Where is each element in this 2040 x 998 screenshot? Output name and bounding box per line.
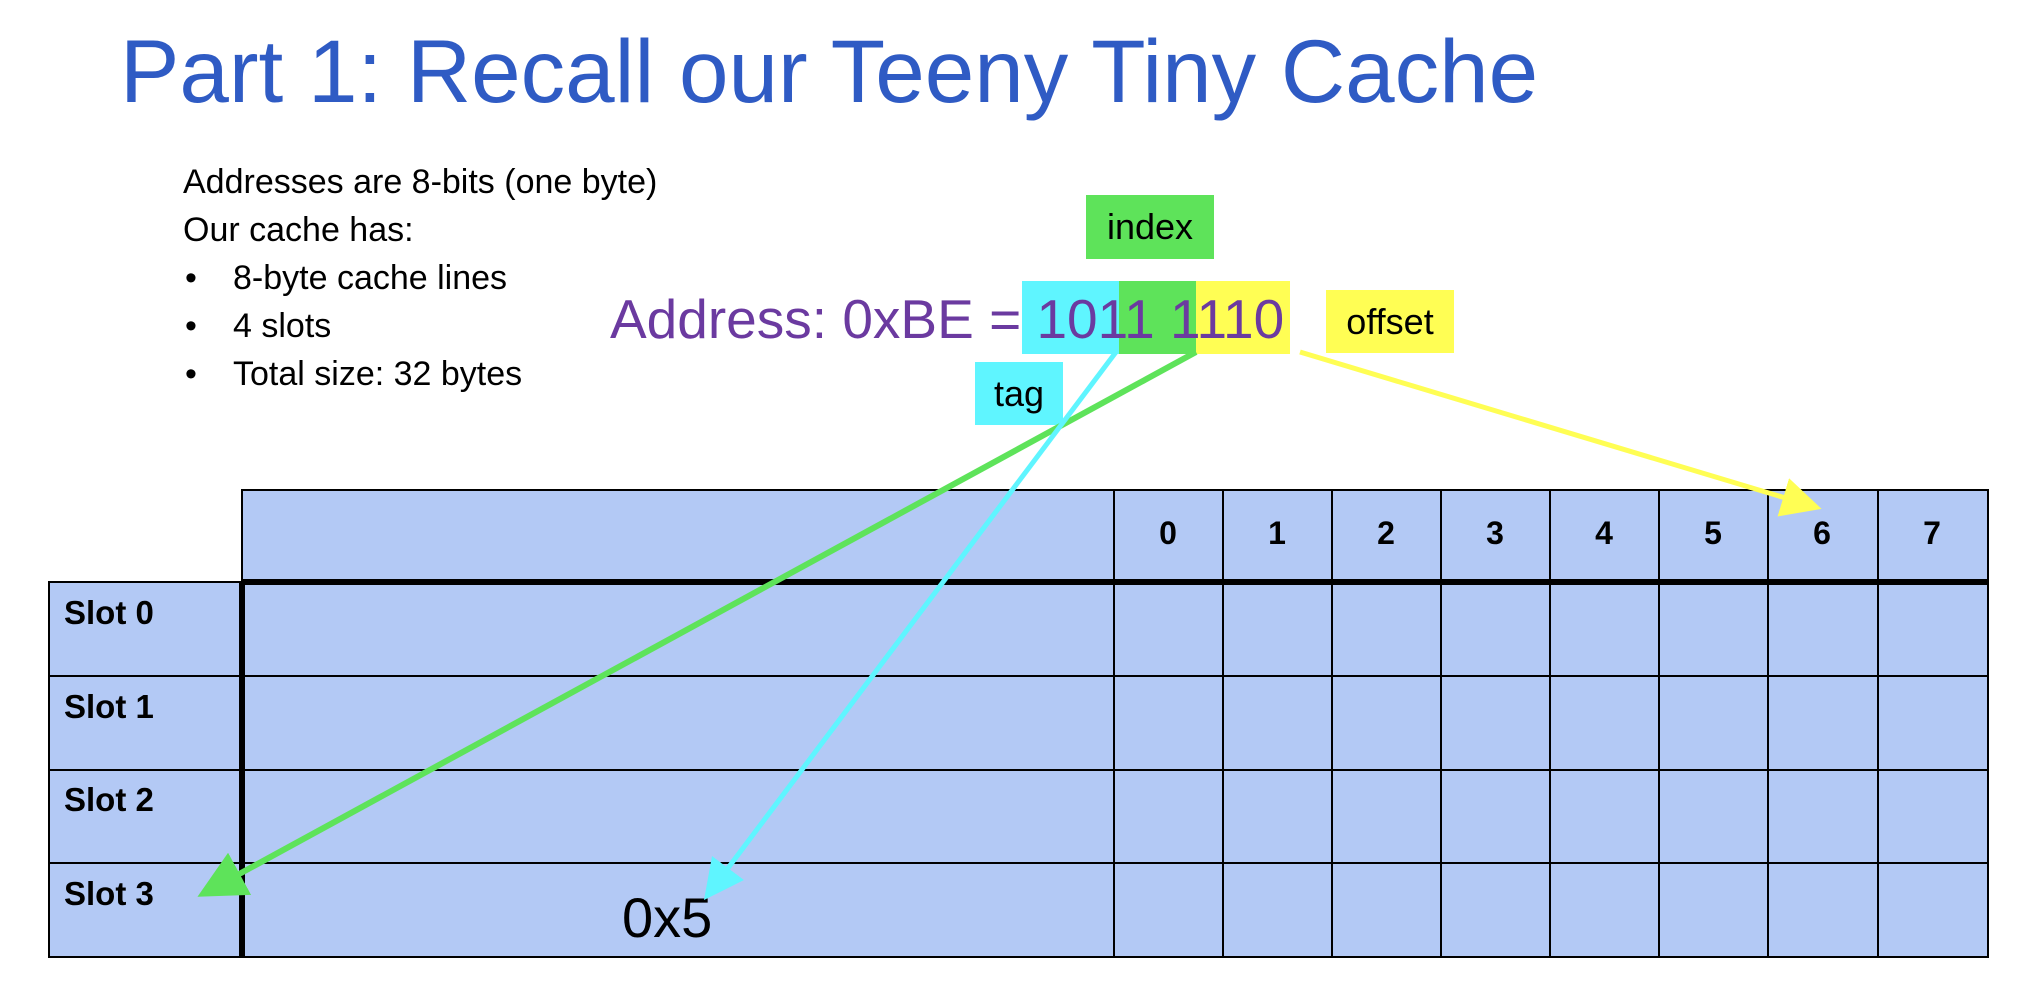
offset-arrow — [1299, 349, 1822, 517]
list-item: 8-byte cache lines — [183, 254, 657, 302]
address-prefix: Address: 0xBE = — [610, 288, 1037, 350]
slot-3-tag-value: 0x5 — [622, 886, 713, 949]
tag-bits-highlight — [1022, 281, 1119, 354]
column-header-3: 3 — [1486, 515, 1504, 551]
info-line-address-size: Addresses are 8-bits (one byte) — [183, 163, 658, 201]
address-bits: 1011 1110 — [1036, 288, 1285, 350]
column-header-1: 1 — [1268, 515, 1286, 551]
slide-title: Part 1: Recall our Teeny Tiny Cache — [120, 21, 1539, 121]
tag-arrow — [703, 350, 1118, 900]
list-item: 4 slots — [183, 302, 657, 350]
list-item: Total size: 32 bytes — [183, 350, 657, 398]
column-header-5: 5 — [1704, 515, 1722, 551]
info-line-cache-has: Our cache has: — [183, 211, 414, 249]
cache-properties-list: 8-byte cache lines 4 slots Total size: 3… — [183, 254, 657, 398]
index-label: index — [1086, 195, 1214, 259]
tag-label: tag — [975, 362, 1063, 425]
offset-label: offset — [1326, 290, 1454, 353]
slot-label-1: Slot 1 — [64, 688, 154, 725]
slot-label-2: Slot 2 — [64, 781, 154, 818]
column-header-7: 7 — [1923, 515, 1941, 551]
column-header-6: 6 — [1813, 515, 1831, 551]
column-header-2: 2 — [1377, 515, 1395, 551]
index-arrow — [197, 349, 1198, 897]
address-expression: Address: 0xBE = 1011 1110 — [610, 282, 1284, 356]
cache-info: Addresses are 8-bits (one byte) Our cach… — [183, 158, 657, 398]
column-header-0: 0 — [1159, 515, 1177, 551]
offset-bits-highlight — [1196, 281, 1290, 354]
column-header-4: 4 — [1595, 515, 1613, 551]
index-bits-highlight — [1119, 281, 1196, 354]
slot-label-3: Slot 3 — [64, 875, 154, 912]
slot-label-0: Slot 0 — [64, 594, 154, 631]
